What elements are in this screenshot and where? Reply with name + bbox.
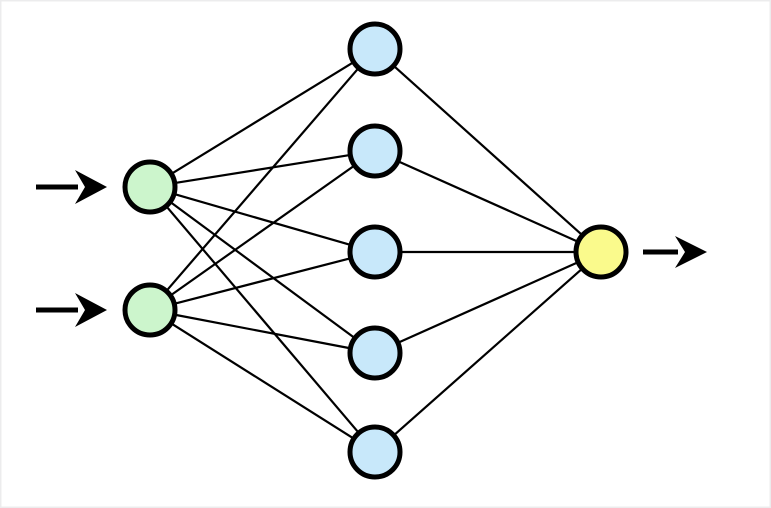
neuron-h2[interactable]	[347, 123, 403, 179]
neuron-o1[interactable]	[573, 224, 629, 280]
layer-hidden-layer	[347, 21, 403, 480]
neuron-i1[interactable]	[122, 159, 178, 215]
neuron-h5[interactable]	[347, 424, 403, 480]
edge-i1-h2	[173, 153, 352, 185]
output-arrow-1	[643, 236, 707, 268]
edge-i1-h4	[168, 200, 357, 340]
layer-input-layer	[122, 159, 178, 338]
edge-h5-o1	[392, 267, 584, 437]
input-arrow-2	[36, 293, 107, 327]
edge-i1-h1	[169, 60, 356, 176]
neuron-h4[interactable]	[347, 325, 403, 381]
input-arrow-1-head	[75, 170, 107, 204]
input-arrow-1	[36, 170, 107, 204]
neuron-i2[interactable]	[122, 282, 178, 338]
input-arrow-2-head	[75, 293, 107, 327]
edge-i2-h2	[168, 163, 357, 298]
edge-i1-h5	[164, 204, 361, 435]
edge-h1-o1	[392, 64, 584, 237]
output-arrow-1-head	[675, 236, 707, 268]
edge-i2-h5	[169, 321, 356, 441]
neuron-h3[interactable]	[347, 224, 403, 280]
connection-edges	[164, 60, 584, 441]
edge-h2-o1	[396, 159, 580, 244]
edge-i2-h1	[164, 66, 361, 293]
io-arrows	[36, 170, 707, 327]
neuron-nodes	[122, 21, 629, 480]
layer-output-layer	[573, 224, 629, 280]
neuron-h1[interactable]	[347, 21, 403, 77]
edge-i1-h3	[172, 192, 353, 247]
edge-h4-o1	[396, 260, 580, 345]
edge-i2-h4	[173, 313, 352, 350]
edge-i2-h3	[172, 256, 353, 306]
